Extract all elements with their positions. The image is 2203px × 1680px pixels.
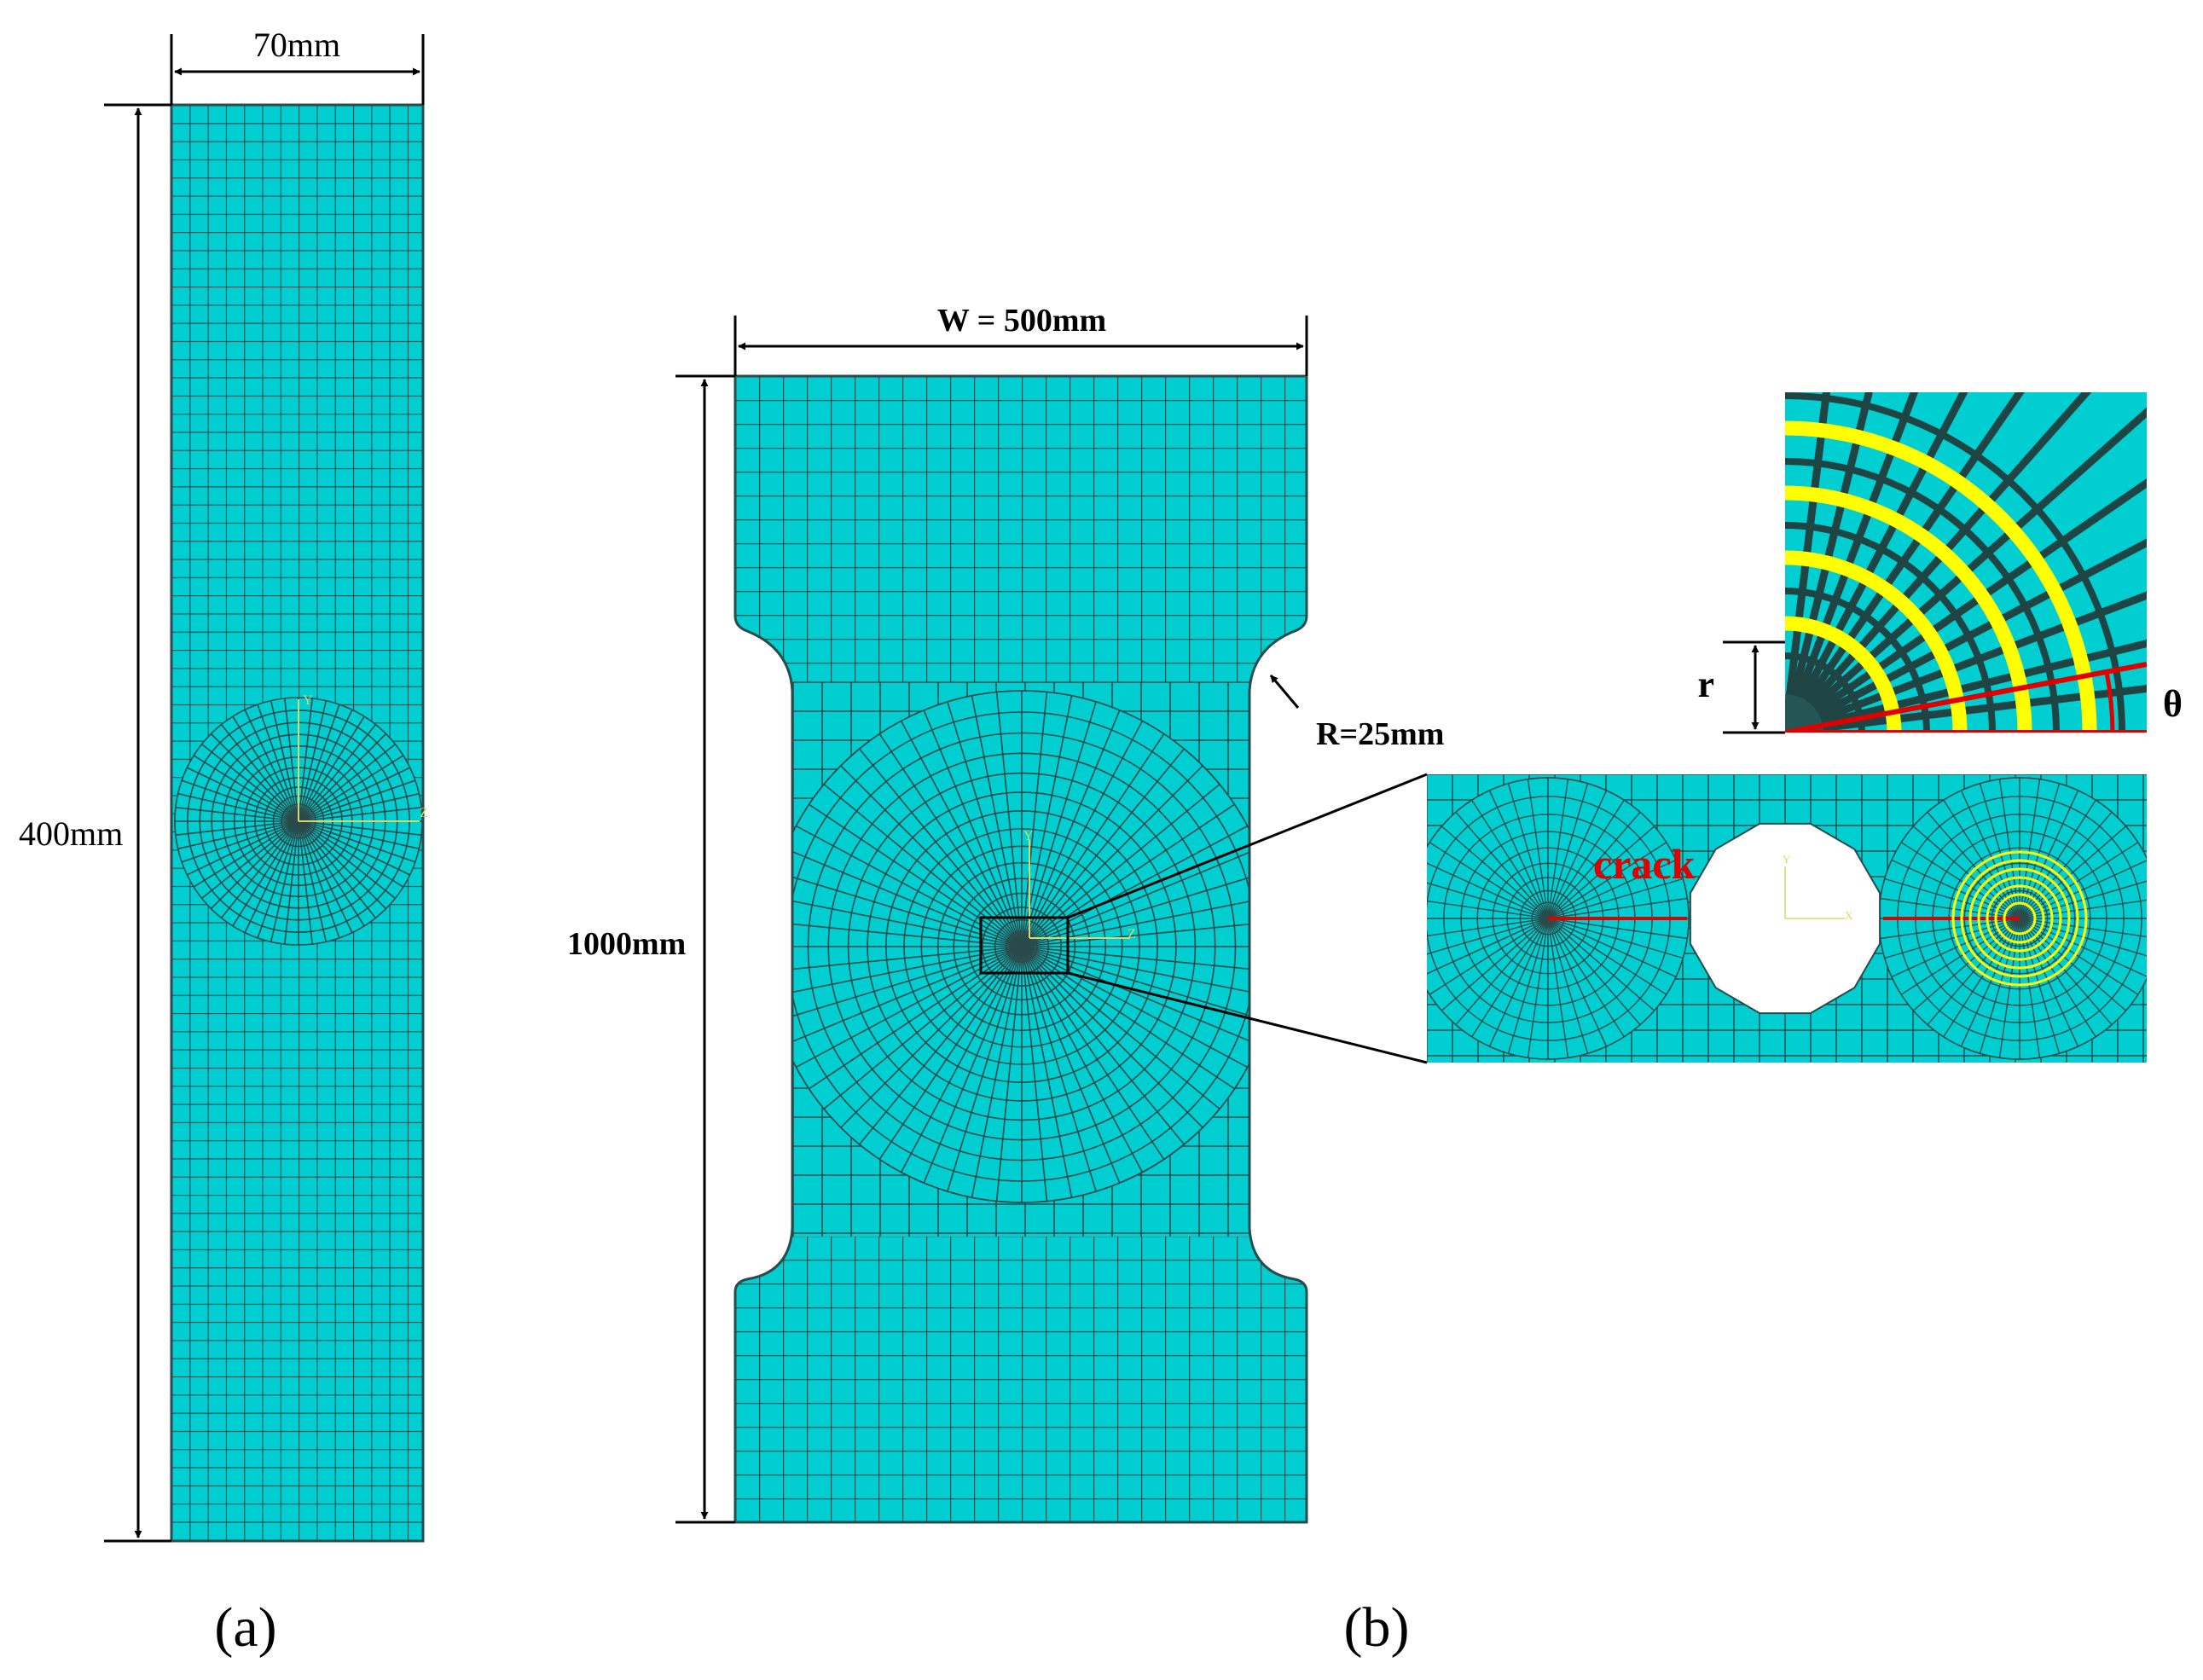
panel-b-height-dimension bbox=[675, 374, 735, 1524]
panel-a-axis-x-label: Z bbox=[420, 806, 428, 820]
panel-b-axis-x-label: Z bbox=[1128, 927, 1136, 941]
panel-a-caption: (a) bbox=[214, 1596, 276, 1659]
radius-callout-arrow bbox=[1269, 675, 1300, 709]
inset-axis-y-label: Y bbox=[1783, 853, 1791, 866]
panel-b-axis-triad: Y Z bbox=[1023, 829, 1136, 941]
panel-a-specimen-outline bbox=[170, 103, 425, 1543]
panel-b-width-dimension bbox=[733, 316, 1308, 376]
zoom-connector-bottom bbox=[1067, 971, 1428, 1064]
inset-axis-x-label: X bbox=[1845, 909, 1853, 922]
panel-b-axis-y-label: Y bbox=[1023, 829, 1034, 843]
zoom-theta-ray bbox=[1785, 662, 2147, 733]
panel-b-height-label: 1000mm bbox=[567, 926, 686, 962]
panel-b-specimen-outline bbox=[733, 374, 1308, 1524]
panel-a: Y Z 70mm 400mm (a) bbox=[19, 26, 428, 1659]
panel-a-width-dimension bbox=[170, 34, 425, 105]
panel-a-height-label: 400mm bbox=[19, 814, 123, 853]
panel-a-axis-y-label: Y bbox=[303, 693, 313, 708]
zoom-connector-top bbox=[1067, 773, 1428, 919]
panel-b-zoom-box bbox=[979, 916, 1070, 975]
panel-b-caption: (b) bbox=[1344, 1596, 1410, 1659]
crack-label: crack bbox=[1593, 840, 1696, 888]
contour-integral-rings bbox=[1951, 850, 2088, 987]
panel-a-width-label: 70mm bbox=[253, 26, 340, 64]
panel-b-width-label: W = 500mm bbox=[937, 303, 1106, 339]
inset-axis-triad: Y X bbox=[1783, 853, 1853, 922]
zoom-r-dimension bbox=[1723, 640, 1785, 734]
panel-b: Y Z W = 500mm 1000mm R=25mm bbox=[567, 303, 2183, 1659]
crack-tip-zoom: r θ bbox=[1697, 392, 2183, 734]
zoom-r-label: r bbox=[1697, 663, 1714, 705]
panel-a-axis-triad: Y Z bbox=[298, 693, 428, 822]
panel-a-height-dimension bbox=[104, 103, 171, 1543]
zoom-theta-arc bbox=[2104, 671, 2115, 733]
panel-b-specimen-mesh bbox=[735, 376, 1307, 1522]
zoom-theta-label: θ bbox=[2163, 683, 2183, 725]
crack-inset: Y X crack bbox=[1427, 774, 2147, 1063]
panel-b-radius-label: R=25mm bbox=[1316, 716, 1444, 752]
panel-a-specimen-mesh bbox=[171, 105, 423, 1541]
